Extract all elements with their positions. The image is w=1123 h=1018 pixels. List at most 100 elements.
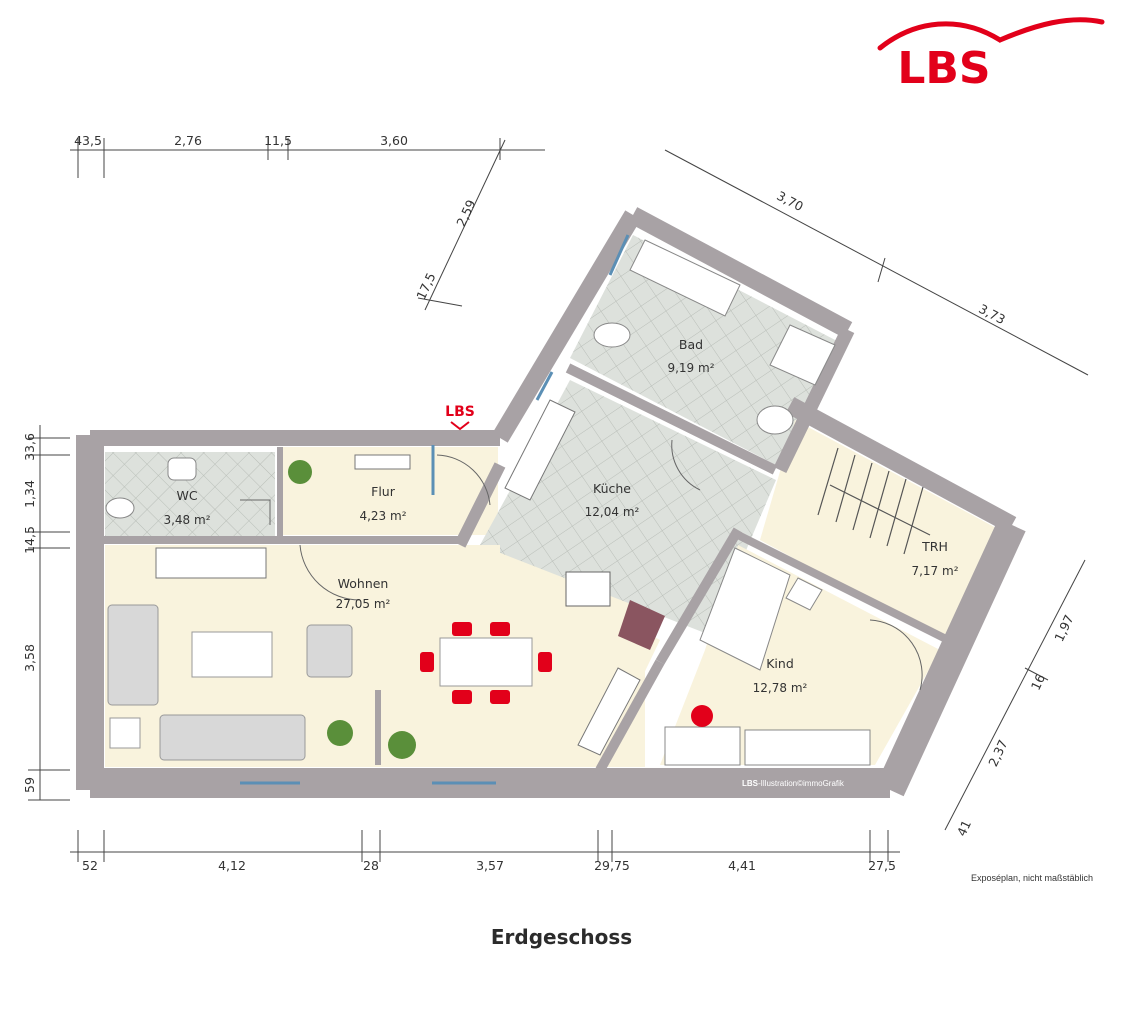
entrance-marker: LBS: [445, 404, 475, 431]
plant: [327, 720, 353, 746]
trh-name: TRH: [921, 539, 948, 554]
dim-top-3: 3,60: [380, 133, 408, 148]
wc-sink: [167, 457, 197, 481]
dining-table: [439, 637, 533, 687]
trh-area: 7,17 m²: [911, 564, 958, 578]
windows: [240, 234, 630, 785]
dim-diag-left-1: 17,5: [413, 270, 438, 302]
bad-sink: [756, 405, 794, 435]
wall-kind-trh: [736, 531, 950, 644]
wall-bad-right: [773, 326, 855, 474]
fridge: [618, 600, 665, 650]
bed: [699, 547, 791, 671]
trh-floor: [760, 420, 1000, 640]
dim-left-0: 33,6: [22, 433, 37, 461]
credit-rest: -Illustration©immoGrafik: [758, 779, 844, 788]
bad-area: 9,19 m²: [667, 361, 714, 375]
kitchen-counter: [504, 399, 576, 501]
window: [608, 234, 630, 276]
toilet: [105, 497, 135, 519]
door: [436, 454, 491, 506]
shower: [769, 324, 836, 386]
armchair: [306, 624, 353, 678]
plant: [388, 731, 416, 759]
dim-diag-right-1: 16: [1028, 672, 1048, 693]
wc-area: 3,48 m²: [163, 513, 210, 527]
kind-desk: [664, 726, 741, 766]
walls: [76, 207, 1026, 798]
wc-name: WC: [176, 488, 197, 503]
dim-diag-right-2: 2,37: [985, 737, 1010, 769]
dim-diag-top-1: 3,73: [976, 301, 1008, 327]
wohnen-shelf: [577, 667, 641, 756]
credit-brand: LBS: [742, 779, 758, 788]
door: [299, 544, 361, 601]
flur-cabinet: [354, 454, 411, 470]
plant: [288, 460, 312, 484]
kind-nightstand: [785, 577, 823, 611]
wohnen-area: 27,05 m²: [336, 597, 391, 611]
dimension-lines: [28, 138, 1089, 862]
dim-bottom-5: 4,41: [728, 858, 756, 873]
wall-kueche-kind: [655, 527, 743, 665]
dim-left-3: 3,58: [22, 644, 37, 672]
bathtub: [629, 239, 741, 317]
bad-name: Bad: [679, 337, 703, 352]
bad-toilet: [593, 322, 631, 348]
stairs: [817, 447, 931, 555]
entrance-arrow-icon: [450, 421, 470, 431]
window: [535, 371, 554, 401]
dim-left-4: 59: [22, 777, 37, 793]
dim-left-2: 14,5: [22, 526, 37, 554]
dim-top-0: 43,5: [74, 133, 102, 148]
dim-bottom-0: 52: [82, 858, 98, 873]
door: [240, 499, 271, 525]
dim-bottom-4: 29,75: [594, 858, 630, 873]
wall-trh-top: [785, 397, 1017, 533]
side-table: [109, 717, 141, 749]
kind-chair: [691, 705, 713, 727]
dim-diag-right-3: 41: [954, 818, 974, 839]
wohnen-name: Wohnen: [338, 576, 389, 591]
wall-kueche-left: [454, 462, 506, 548]
dim-diag-left-0: 2,59: [453, 197, 478, 229]
wall-right-outer: [876, 518, 1026, 797]
dim-left-1: 1,34: [22, 480, 37, 508]
room-labels: WC 3,48 m² Flur 4,23 m² Wohnen 27,05 m² …: [163, 337, 958, 695]
dim-top-2: 11,5: [264, 133, 292, 148]
kueche-name: Küche: [593, 481, 631, 496]
doors: [240, 439, 923, 691]
wall-rot-top: [628, 207, 853, 338]
logo-text: LBS: [897, 43, 990, 94]
kueche-area: 12,04 m²: [585, 505, 640, 519]
illustration-credit: LBS-Illustration©immoGrafik: [742, 779, 844, 788]
lbs-logo: LBS: [877, 17, 1105, 94]
wall-rot-left: [492, 210, 641, 443]
dim-top-1: 2,76: [174, 133, 202, 148]
logo-roof-swoosh: [877, 17, 1105, 51]
door: [671, 439, 701, 491]
kind-area: 12,78 m²: [753, 681, 808, 695]
kind-name: Kind: [766, 656, 794, 671]
furniture: [105, 239, 931, 766]
dim-bottom-3: 3,57: [476, 858, 504, 873]
dim-bottom-2: 28: [363, 858, 379, 873]
door: [869, 619, 923, 691]
flur-name: Flur: [371, 484, 396, 499]
wall-bad-kueche: [565, 363, 778, 475]
stove: [565, 571, 611, 607]
sofa-left: [107, 604, 159, 706]
plan-note: Exposéplan, nicht maßstäblich: [970, 873, 1093, 883]
floor-caption: Erdgeschoss: [490, 925, 633, 949]
sofa-bottom: [159, 714, 306, 761]
dining-chairs: [420, 622, 552, 704]
sideboard: [155, 547, 267, 579]
dim-bottom-1: 4,12: [218, 858, 246, 873]
dim-bottom-6: 27,5: [868, 858, 896, 873]
flur-area: 4,23 m²: [359, 509, 406, 523]
kind-wardrobe: [744, 729, 871, 766]
coffee-table: [191, 631, 273, 678]
wall-wohnen-kind: [595, 659, 665, 773]
